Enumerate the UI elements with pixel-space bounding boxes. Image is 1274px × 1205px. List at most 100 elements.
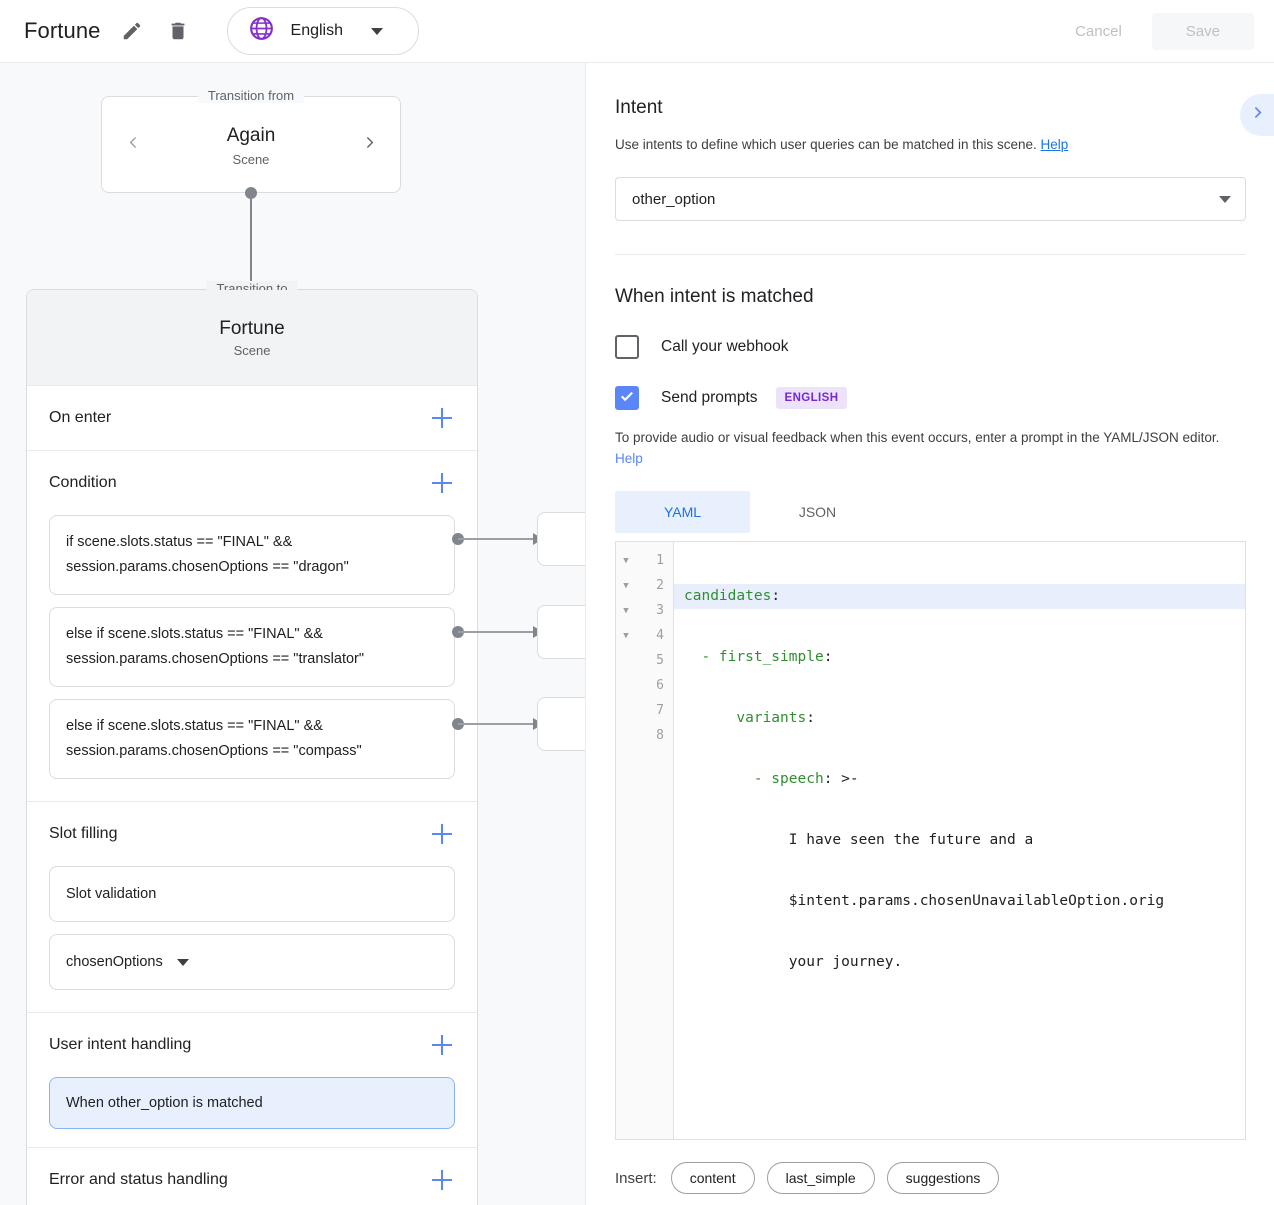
section-title-on-enter: On enter xyxy=(49,409,112,426)
insert-chip-last-simple[interactable]: last_simple xyxy=(766,1162,875,1194)
transition-from-card[interactable]: Transition from Again Scene xyxy=(101,88,401,193)
intent-help-link[interactable]: Help xyxy=(1040,137,1069,152)
condition-item[interactable]: if scene.slots.status == "FINAL" && sess… xyxy=(49,515,455,595)
transition-from-type: Scene xyxy=(232,151,270,167)
code-punct: : >- xyxy=(823,771,859,787)
scene-graph-panel: Transition from Again Scene Transit xyxy=(0,63,586,1205)
fold-arrow-icon[interactable]: ▼ xyxy=(623,555,629,566)
trash-icon xyxy=(167,20,189,42)
line-number: 7 xyxy=(656,703,664,718)
call-webhook-label: Call your webhook xyxy=(661,338,789,355)
check-icon xyxy=(618,387,636,410)
condition-item[interactable]: else if scene.slots.status == "FINAL" &&… xyxy=(49,607,455,687)
user-intent-list: When other_option is matched xyxy=(49,1077,455,1147)
slot-validation-item[interactable]: Slot validation xyxy=(49,866,455,922)
section-title-slot-filling: Slot filling xyxy=(49,825,118,842)
chevron-left-icon xyxy=(125,134,142,156)
code-punct: : xyxy=(771,588,781,604)
pencil-icon xyxy=(121,20,143,42)
code-key: candidates xyxy=(684,588,772,604)
scene-name: Fortune xyxy=(219,317,285,339)
line-number: 4 xyxy=(656,628,664,643)
code-line: I have seen the future and a xyxy=(674,828,1245,853)
edit-name-button[interactable] xyxy=(115,14,149,48)
condition-target-card[interactable] xyxy=(537,605,585,659)
code-line: - first_simple: xyxy=(674,645,1245,670)
section-error-status-handling: Error and status handling xyxy=(27,1147,477,1205)
previous-transition-button[interactable] xyxy=(120,132,146,158)
condition-target-card[interactable] xyxy=(537,697,585,751)
slot-item-chosen-options[interactable]: chosenOptions xyxy=(49,934,455,990)
slot-label: chosenOptions xyxy=(66,954,163,970)
fold-arrow-icon[interactable]: ▼ xyxy=(623,630,629,641)
webhook-row: Call your webhook xyxy=(615,335,1246,359)
add-error-handler-button[interactable] xyxy=(429,1167,455,1193)
add-condition-button[interactable] xyxy=(429,470,455,496)
prompt-help-link[interactable]: Help xyxy=(615,451,643,466)
header-actions: Cancel Save xyxy=(1057,12,1274,50)
save-button[interactable]: Save xyxy=(1151,12,1254,50)
language-label: English xyxy=(290,22,344,39)
connector-line xyxy=(458,723,535,725)
code-line: your journey. xyxy=(674,950,1245,975)
line-number: 2 xyxy=(656,578,664,593)
transition-to-header[interactable]: Fortune Scene xyxy=(27,290,477,385)
expand-panel-button[interactable] xyxy=(1240,94,1274,136)
editor-code-area[interactable]: candidates: - first_simple: variants: - … xyxy=(674,542,1245,1139)
gutter-row: 6 xyxy=(616,673,673,698)
condition-item[interactable]: else if scene.slots.status == "FINAL" &&… xyxy=(49,699,455,779)
transition-from-name: Again xyxy=(226,124,276,146)
insert-chip-content[interactable]: content xyxy=(670,1162,755,1194)
fold-arrow-icon[interactable]: ▼ xyxy=(623,580,629,591)
code-line: $intent.params.chosenUnavailableOption.o… xyxy=(674,889,1245,914)
cancel-button[interactable]: Cancel xyxy=(1057,13,1140,50)
chevron-down-icon xyxy=(176,958,189,966)
code-key: - speech xyxy=(684,771,824,787)
gutter-row: 5 xyxy=(616,648,673,673)
section-on-enter: On enter xyxy=(27,385,477,450)
yaml-editor[interactable]: ▼1 ▼2 ▼3 ▼4 5 6 7 8 candidates: - first_… xyxy=(615,541,1246,1140)
page-title: Fortune xyxy=(24,18,101,43)
code-punct: : xyxy=(806,710,815,726)
section-divider xyxy=(615,254,1246,255)
send-prompts-checkbox[interactable] xyxy=(615,386,639,410)
slot-validation-label: Slot validation xyxy=(66,886,157,902)
tab-json[interactable]: JSON xyxy=(798,504,837,520)
section-slot-filling: Slot filling Slot validation chosenOptio… xyxy=(27,801,477,1012)
next-transition-button[interactable] xyxy=(356,132,382,158)
code-line: - speech: >- xyxy=(674,767,1245,792)
editor-format-tabs: YAML JSON xyxy=(615,491,1246,533)
prompt-description: To provide audio or visual feedback when… xyxy=(615,427,1245,469)
connector-line xyxy=(458,631,535,633)
condition-target-card[interactable] xyxy=(537,512,585,566)
globe-icon xyxy=(248,15,275,47)
code-text: $intent.params.chosenUnavailableOption.o… xyxy=(684,893,1165,909)
intent-description: Use intents to define which user queries… xyxy=(615,135,1246,155)
add-slot-button[interactable] xyxy=(429,821,455,847)
fold-arrow-icon[interactable]: ▼ xyxy=(623,605,629,616)
line-number: 8 xyxy=(656,728,664,743)
intent-select-value: other_option xyxy=(632,190,716,208)
call-webhook-checkbox[interactable] xyxy=(615,335,639,359)
intent-select[interactable]: other_option xyxy=(615,177,1246,221)
app-header: Fortune English Cancel Save xyxy=(0,0,1274,63)
when-matched-heading: When intent is matched xyxy=(615,286,814,307)
language-selector[interactable]: English xyxy=(226,7,419,55)
send-prompts-label: Send prompts xyxy=(661,389,758,406)
connector-line xyxy=(250,193,252,315)
code-line xyxy=(674,1011,1245,1036)
section-title-error-status-handling: Error and status handling xyxy=(49,1171,228,1188)
code-key: - first_simple xyxy=(684,649,824,665)
gutter-row: ▼1 xyxy=(616,548,673,573)
tab-yaml[interactable]: YAML xyxy=(615,491,750,533)
line-number: 6 xyxy=(656,678,664,693)
insert-chip-suggestions[interactable]: suggestions xyxy=(886,1162,1000,1194)
add-on-enter-button[interactable] xyxy=(429,405,455,431)
section-condition: Condition if scene.slots.status == "FINA… xyxy=(27,450,477,801)
user-intent-item-selected[interactable]: When other_option is matched xyxy=(49,1077,455,1129)
add-user-intent-button[interactable] xyxy=(429,1032,455,1058)
code-line: candidates: xyxy=(674,584,1245,609)
language-badge: ENGLISH xyxy=(775,387,848,409)
delete-button[interactable] xyxy=(161,14,195,48)
gutter-row: 7 xyxy=(616,698,673,723)
